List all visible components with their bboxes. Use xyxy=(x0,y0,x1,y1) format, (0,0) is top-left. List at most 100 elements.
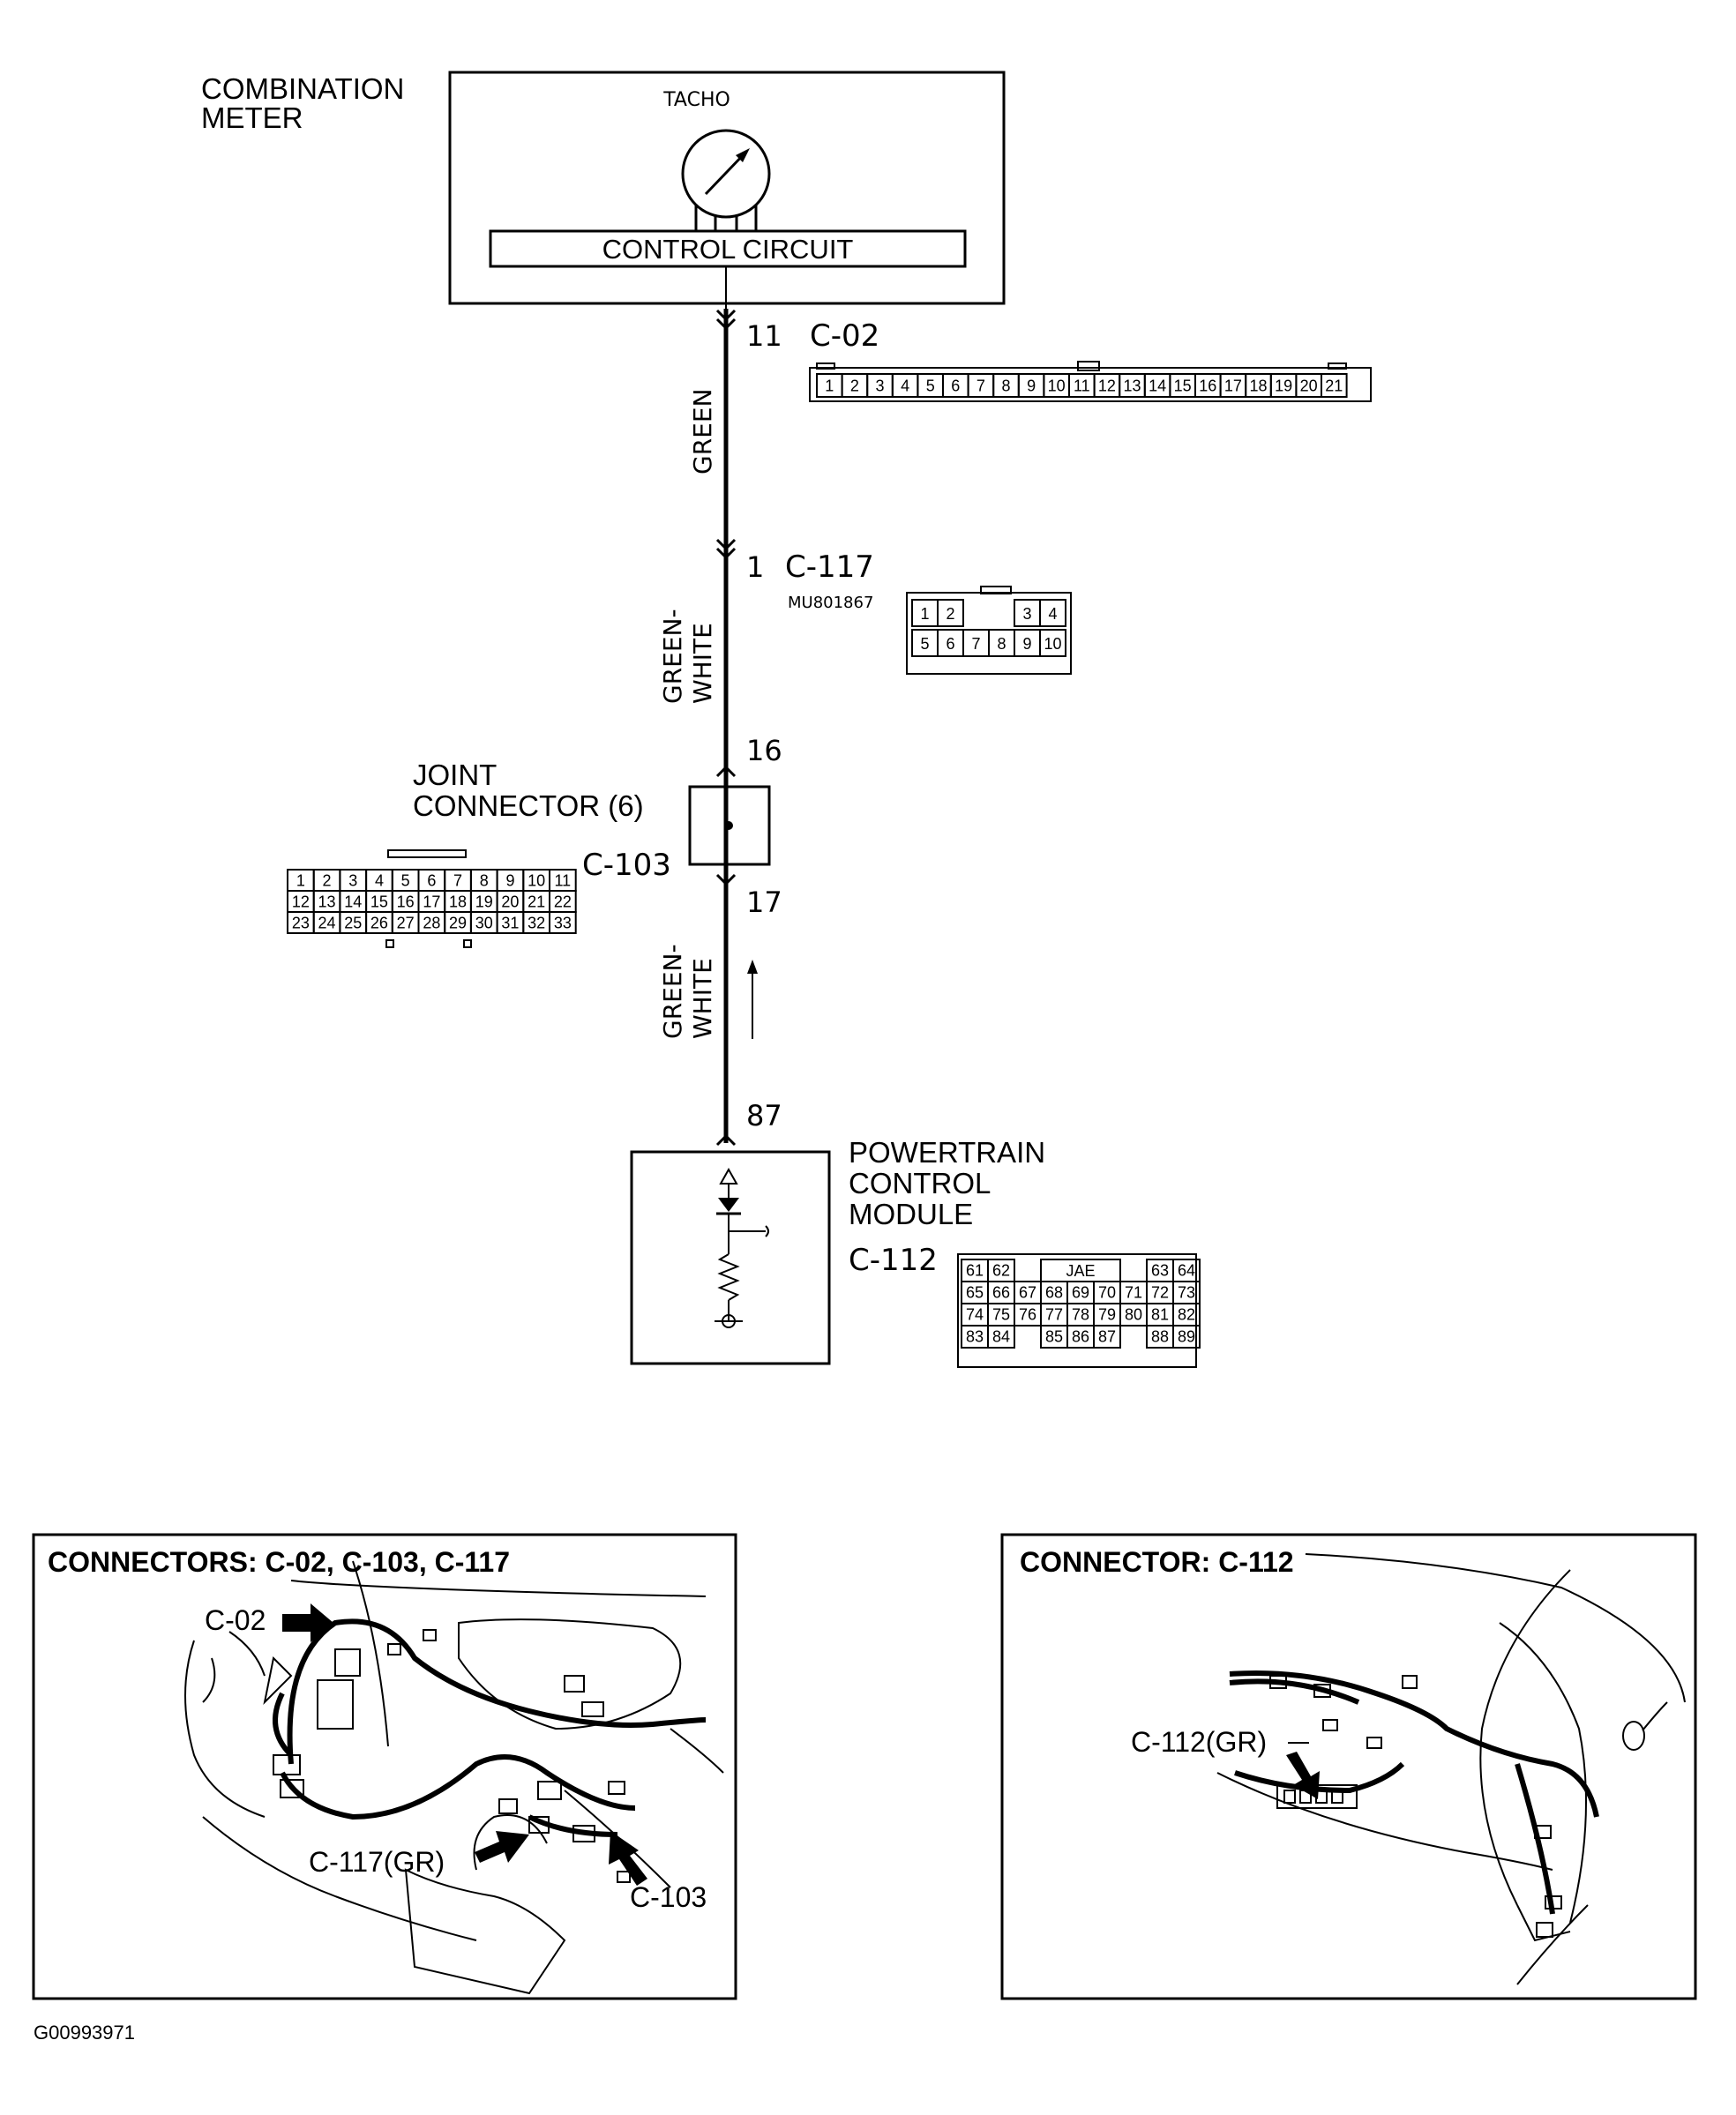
c112-pin-69: 69 xyxy=(1072,1284,1089,1302)
c112-pin-83: 83 xyxy=(966,1328,984,1346)
control-circuit-label: CONTROL CIRCUIT xyxy=(602,234,854,265)
combination-meter-label-2: METER xyxy=(201,101,303,134)
connector-chevron-87 xyxy=(715,1133,737,1147)
c103-pin-25: 25 xyxy=(344,914,362,931)
arrow-c117-icon xyxy=(475,1831,529,1863)
callout-c112: C-112(GR) xyxy=(1131,1726,1267,1758)
c02-pin-19: 19 xyxy=(1275,377,1292,394)
locator-right-title: CONNECTOR: C-112 xyxy=(1020,1546,1294,1578)
c117-pin-8: 8 xyxy=(997,635,1006,653)
c112-pin-89-cell xyxy=(1172,1325,1201,1349)
c103-pin-30: 30 xyxy=(475,914,493,931)
c103-pin-24: 24 xyxy=(318,914,336,931)
c103-pin-21: 21 xyxy=(528,893,545,910)
c103-pin-29: 29 xyxy=(449,914,467,931)
pin-16: 16 xyxy=(746,734,782,767)
c103-pin-23: 23 xyxy=(292,914,310,931)
c103-connector-face xyxy=(385,849,472,948)
wire-color-green: GREEN xyxy=(688,389,717,475)
c112-pin-86: 86 xyxy=(1072,1328,1089,1346)
c103-pin-26: 26 xyxy=(370,914,388,931)
c117-pin-7: 7 xyxy=(971,635,980,653)
pcm-label-3: MODULE xyxy=(849,1198,973,1230)
c117-pin-10-cell xyxy=(1039,629,1066,657)
c02-label: C-02 xyxy=(810,318,879,354)
c103-pin-2: 2 xyxy=(323,871,332,889)
c117-pin-9: 9 xyxy=(1022,635,1031,653)
c103-pin-8: 8 xyxy=(480,871,489,889)
c117-pin-2-cell xyxy=(937,599,964,627)
c112-pin-87: 87 xyxy=(1098,1328,1116,1346)
c112-pin-63: 63 xyxy=(1151,1262,1169,1280)
c117-label: C-117 xyxy=(785,549,874,585)
callout-c02: C-02 xyxy=(205,1604,266,1636)
connector-chevron-c02 xyxy=(715,309,737,322)
pcm-label: POWERTRAIN xyxy=(849,1136,1045,1169)
c112-pin-62: 62 xyxy=(992,1262,1010,1280)
c02-pin-3: 3 xyxy=(875,377,884,394)
pcm-box xyxy=(630,1150,831,1365)
c02-pin-15: 15 xyxy=(1174,377,1192,394)
c103-pin-12: 12 xyxy=(292,893,310,910)
engine-harness-lines xyxy=(1229,1670,1599,1915)
wiring-harness-lines xyxy=(273,1618,707,1837)
c112-pin-76: 76 xyxy=(1019,1306,1036,1324)
tacho-gauge-icon xyxy=(681,129,771,231)
c112-pin-84-cell xyxy=(987,1325,1015,1349)
c112-pin-89: 89 xyxy=(1178,1328,1195,1346)
c112-pin-61: 61 xyxy=(966,1262,984,1280)
c02-pin-11: 11 xyxy=(1074,377,1090,394)
c02-pin-20: 20 xyxy=(1300,377,1318,394)
c103-pin-14: 14 xyxy=(344,893,362,910)
c112-pin-79: 79 xyxy=(1098,1306,1116,1324)
c112-pin-85: 85 xyxy=(1045,1328,1063,1346)
figure-id: G00993971 xyxy=(34,2022,135,2044)
callout-c117: C-117(GR) xyxy=(309,1846,445,1878)
c103-pin-4: 4 xyxy=(375,871,384,889)
c112-pin-87-cell xyxy=(1093,1325,1121,1349)
c117-pin-10: 10 xyxy=(1044,635,1061,653)
c112-pin-78: 78 xyxy=(1072,1306,1089,1324)
c103-pin-5: 5 xyxy=(401,871,410,889)
c103-pin-22: 22 xyxy=(554,893,572,910)
c02-pin-4: 4 xyxy=(901,377,909,394)
tacho-label: TACHO xyxy=(662,89,730,111)
c117-part-number: MU801867 xyxy=(788,594,873,612)
c02-pin-9: 9 xyxy=(1027,377,1036,394)
joint-connector-label-2: CONNECTOR (6) xyxy=(413,789,644,822)
c103-pin-13: 13 xyxy=(318,893,336,910)
c112-jae-label: JAE xyxy=(1066,1262,1095,1280)
pin-11: 11 xyxy=(746,319,782,353)
engine-bay-illustration xyxy=(1216,1553,1686,1985)
c02-pin-7: 7 xyxy=(976,377,985,394)
pcm-internal-circuit-icon xyxy=(715,1167,769,1328)
c02-pin-21: 21 xyxy=(1325,377,1343,394)
c112-pin-68: 68 xyxy=(1045,1284,1063,1302)
pin-17: 17 xyxy=(746,886,782,919)
c02-pin-2: 2 xyxy=(850,377,859,394)
c103-pin-9: 9 xyxy=(505,871,514,889)
c117-pin-4-cell xyxy=(1039,599,1066,627)
c112-pin-66: 66 xyxy=(992,1284,1010,1302)
c103-label: C-103 xyxy=(582,848,671,883)
locator-panel-left xyxy=(32,1533,737,2000)
c117-connector-face xyxy=(906,586,1072,675)
c112-pin-74: 74 xyxy=(966,1306,984,1324)
c112-pin-77: 77 xyxy=(1045,1306,1063,1324)
locator-left-title: CONNECTORS: C-02, C-103, C-117 xyxy=(48,1546,510,1578)
c112-pin-82: 82 xyxy=(1178,1306,1195,1324)
c02-pin-8: 8 xyxy=(1001,377,1010,394)
wire-color-green-white-lower: GREEN- xyxy=(658,944,687,1039)
connector-chevron-17 xyxy=(715,873,737,886)
joint-splice-dot xyxy=(724,821,733,830)
c117-pin-1: 1 xyxy=(920,605,929,623)
joint-connector-label: JOINT xyxy=(413,759,497,791)
c103-pin-17: 17 xyxy=(423,893,440,910)
pcm-label-2: CONTROL xyxy=(849,1167,991,1199)
callout-c103: C-103 xyxy=(630,1881,707,1913)
c02-pin-14: 14 xyxy=(1149,377,1166,394)
joint-connector-box xyxy=(688,785,771,866)
